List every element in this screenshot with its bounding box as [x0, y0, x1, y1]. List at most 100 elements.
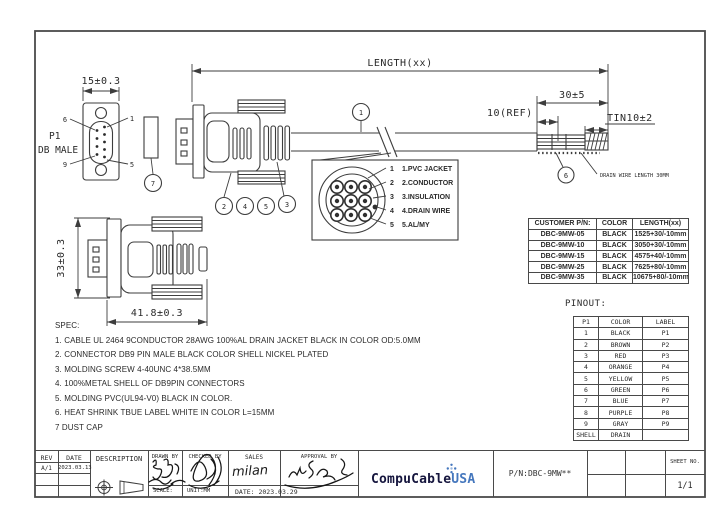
cell-label: P6: [642, 383, 689, 397]
spec-block: SPEC: 1. CABLE UL 2464 9CONDUCTOR 28AWG …: [55, 319, 475, 435]
break-mark: [376, 126, 390, 158]
cell-label: P3: [642, 349, 689, 363]
cable-cross-section: 1 1.PVC JACKET 2 2.CONDUCTOR 3 3.INSULAT…: [311, 159, 459, 241]
cell-length: 7625+80/-10mm: [632, 261, 689, 273]
cell-color: ORANGE: [598, 361, 643, 374]
serration-band-top: [237, 99, 286, 114]
ref-dim: 10(REF): [487, 108, 533, 119]
legend-num-2: 2: [390, 180, 394, 187]
col-header-pn: CUSTOMER P/N:: [528, 218, 597, 230]
cell-pn: DBC-9MW-25: [528, 261, 597, 273]
cell-label: P4: [642, 361, 689, 374]
length-dim: LENGTH(xx): [367, 58, 432, 69]
divider: [35, 473, 90, 474]
legend-text-1: 1.PVC JACKET: [402, 166, 453, 173]
cell-length: 1525+30/-10mm: [632, 228, 689, 241]
sheet-no-label: SHEET NO.: [670, 459, 700, 465]
callout-3: 3: [285, 201, 289, 209]
table-row: DBC-9MW-15 BLACK 4575+40/-10mm: [528, 250, 689, 263]
cell-pin: 2: [573, 338, 599, 351]
connector-type-label: DB MALE: [38, 145, 78, 156]
molded-body: [203, 112, 261, 173]
serration-band-bottom-2: [151, 284, 203, 300]
cell-pn: DBC-9MW-15: [528, 250, 597, 263]
sales-signature: milan: [231, 463, 269, 480]
cell-label: P5: [642, 372, 689, 385]
description-header: DESCRIPTION: [95, 455, 143, 463]
cell-label: [642, 428, 689, 442]
callout-2: 2: [222, 203, 226, 211]
col-header-color: COLOR: [598, 315, 643, 329]
tin-dim: TIN10±2: [607, 113, 653, 124]
spec-item: 2. CONNECTOR DB9 PIN MALE BLACK COLOR SH…: [55, 350, 329, 359]
pin-label-9: 9: [63, 161, 67, 169]
cell-length: 10675+80/-10mm: [632, 271, 689, 284]
cell-length: 4575+40/-10mm: [632, 250, 689, 263]
divider: [148, 451, 149, 497]
cell-color: DRAIN: [598, 428, 643, 442]
divider: [182, 451, 183, 497]
sheet-no-value: 1/1: [677, 481, 693, 491]
table-row: DBC-9MW-25 BLACK 7625+80/-10mm: [528, 261, 689, 273]
cell-pin: 6: [573, 383, 599, 397]
divider: [280, 451, 281, 497]
divider: [35, 485, 90, 486]
pin-dots: [95, 125, 106, 159]
table-header-row: CUSTOMER P/N: COLOR LENGTH(xx): [528, 218, 689, 230]
legend-text-3: 3.INSULATION: [402, 194, 450, 201]
cell-pn: DBC-9MW-35: [528, 271, 597, 284]
side-width-dim: 41.8±0.3: [131, 308, 183, 319]
callout-6: 6: [564, 172, 568, 180]
date-header: DATE: [66, 453, 82, 462]
cell-pin: 3: [573, 349, 599, 363]
cell-pn: DBC-9MW-05: [528, 228, 597, 241]
cell-pin: 5: [573, 372, 599, 385]
customer-pn-table: CUSTOMER P/N: COLOR LENGTH(xx) DBC-9MW-0…: [528, 218, 689, 284]
col-header-color: COLOR: [596, 218, 633, 230]
spec-title: SPEC:: [55, 321, 80, 330]
pin-label-1: 1: [130, 115, 134, 123]
side-height-dim: 33±0.3: [56, 238, 67, 277]
cell-label: P8: [642, 406, 689, 419]
rev-date-value: 2023.03.13: [58, 464, 92, 471]
cell-color: PURPLE: [598, 406, 643, 419]
pinout-header-row: P1 COLOR LABEL: [573, 315, 689, 329]
cell-color: BLACK: [596, 239, 633, 252]
drawn-by-header: DRAWN BY: [151, 453, 179, 460]
pin-label-5: 5: [130, 161, 134, 169]
screw-hole-top: [94, 106, 108, 120]
callout-5: 5: [264, 203, 268, 211]
tinned-tip: [584, 132, 609, 151]
cell-pin: 9: [573, 417, 599, 430]
cell-color: BLACK: [596, 250, 633, 263]
callout-4: 4: [243, 203, 247, 211]
unit-label: UNIT:MM: [187, 488, 211, 494]
rev-value: A/1: [41, 464, 52, 472]
table-row: DBC-9MW-10 BLACK 3050+30/-10mm: [528, 239, 689, 252]
divider: [358, 451, 359, 497]
spec-item: 7 DUST CAP: [55, 422, 103, 432]
cell-pin: 7: [573, 395, 599, 408]
cell-color: BLACK: [596, 261, 633, 273]
title-block: REV DATE A/1 2023.03.13 DESCRIPTION DRAW…: [35, 450, 705, 497]
logo-compucable: CompuCable: [371, 472, 452, 487]
release-date: DATE: 2023.03.29: [235, 487, 298, 496]
cell-pn: DBC-9MW-10: [528, 239, 597, 252]
callout-balloons: 1 2 4 5 3 6: [214, 102, 575, 216]
logo-usa: USA: [451, 472, 476, 487]
stripped-wires: [536, 134, 586, 150]
legend-text-4: 4.DRAIN WIRE: [402, 208, 451, 215]
connector-ref-p1: P1: [49, 131, 61, 142]
divider: [493, 451, 494, 497]
drawing-frame: [34, 30, 706, 498]
cell-label: P7: [642, 395, 689, 408]
cell-label: P2: [642, 338, 689, 351]
front-view-db9-face: 6 1 9 5 P1 DB MALE 15±0.3: [38, 76, 134, 181]
strain-relief: [263, 125, 291, 161]
